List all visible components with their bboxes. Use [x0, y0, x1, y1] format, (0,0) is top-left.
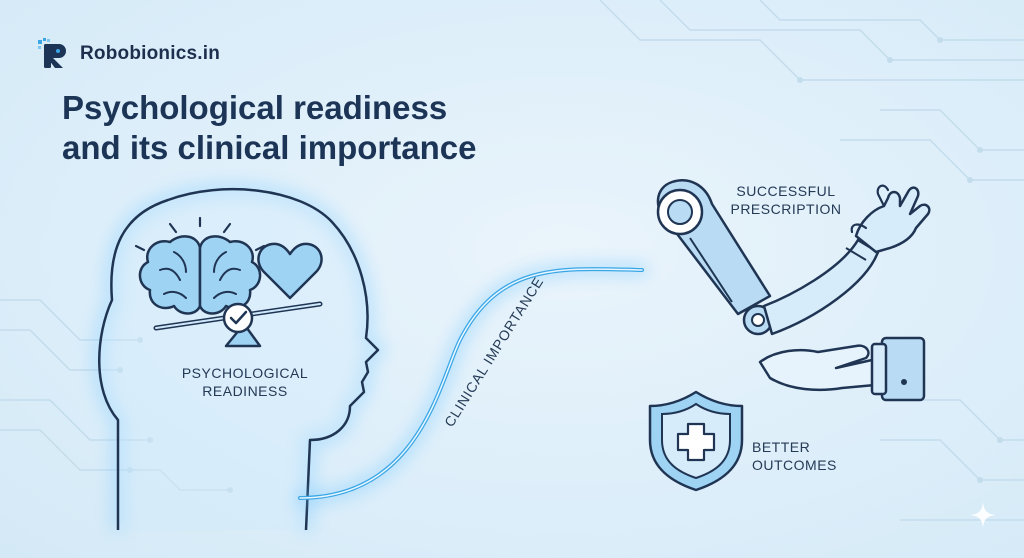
checkmark-icon [229, 310, 248, 325]
brain-icon [134, 216, 266, 315]
clinical-importance-curve [294, 263, 648, 504]
page-title: Psychological readiness and its clinical… [62, 88, 476, 168]
robobionics-logo-icon [38, 38, 66, 68]
successful-prescription-label: SUCCESSFUL PRESCRIPTION [706, 182, 866, 218]
psych-line-1: PSYCHOLOGICAL [181, 365, 309, 381]
balance-scale-icon [153, 301, 323, 348]
medical-shield-icon [648, 390, 744, 492]
outcomes-line-1: BETTER [752, 439, 811, 455]
supporting-hand-icon [758, 336, 926, 402]
title-line-1: Psychological readiness [62, 89, 448, 126]
prosthetic-arm-icon [656, 179, 931, 336]
heart-icon [257, 242, 323, 300]
psychological-readiness-label: PSYCHOLOGICAL READINESS [150, 364, 340, 400]
prescription-line-1: SUCCESSFUL [736, 183, 836, 199]
title-line-2: and its clinical importance [62, 129, 477, 166]
prescription-line-2: PRESCRIPTION [730, 201, 842, 217]
better-outcomes-label: BETTER OUTCOMES [752, 438, 872, 474]
sparkle-icon [970, 502, 996, 528]
brand[interactable]: Robobionics.in [38, 38, 220, 70]
brand-name: Robobionics.in [80, 43, 221, 64]
outcomes-line-2: OUTCOMES [752, 457, 837, 473]
psych-line-2: READINESS [202, 383, 288, 399]
